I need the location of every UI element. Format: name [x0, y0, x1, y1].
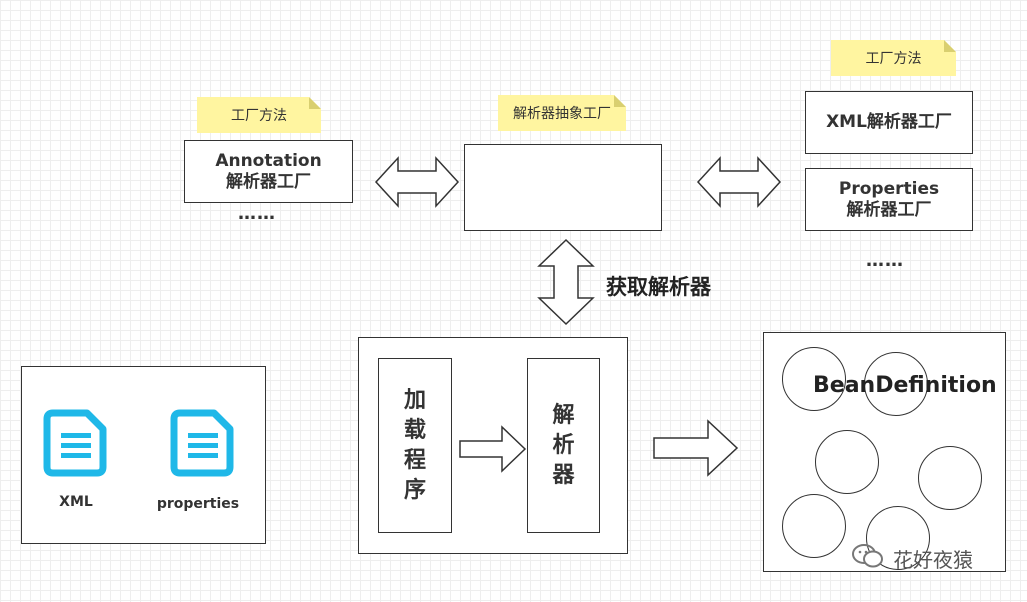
- annotation-parser-factory-label: Annotation 解析器工厂: [215, 150, 322, 192]
- note-abstract-factory: 解析器抽象工厂: [498, 95, 626, 131]
- load-program-char: 序: [403, 477, 426, 503]
- note-abstract-factory-text: 解析器抽象工厂: [513, 106, 611, 122]
- note-factory-method-left-text: 工厂方法: [231, 108, 287, 124]
- double-arrow-left: [374, 156, 460, 208]
- parser-char: 解: [552, 402, 575, 428]
- bean-definition-label: BeanDefinition: [813, 373, 997, 398]
- parser-box: 解 析 器: [527, 358, 600, 533]
- double-arrow-vertical: [537, 238, 595, 326]
- right-ellipsis: ……: [866, 250, 904, 271]
- xml-parser-factory: XML解析器工厂: [805, 91, 973, 154]
- xml-parser-factory-label: XML解析器工厂: [826, 112, 952, 132]
- load-program-char: 载: [403, 417, 426, 443]
- arrow-load-to-parser: [459, 425, 527, 473]
- bean-circle: [864, 352, 928, 416]
- double-arrow-right: [696, 156, 782, 208]
- properties-file-icon: [170, 409, 234, 477]
- get-parser-label: 获取解析器: [606, 275, 711, 299]
- arrow-to-bean-definitions: [653, 419, 739, 477]
- bean-circle: [782, 347, 846, 411]
- load-program-char: 程: [403, 447, 426, 473]
- note-factory-method-right: 工厂方法: [831, 40, 956, 76]
- left-ellipsis: ……: [238, 203, 276, 224]
- properties-parser-factory-label: Properties 解析器工厂: [838, 178, 940, 220]
- abstract-parser-factory-box: [464, 144, 662, 231]
- properties-file-label: properties: [156, 496, 240, 512]
- note-factory-method-right-text: 工厂方法: [865, 51, 922, 67]
- note-factory-method-left: 工厂方法: [197, 97, 321, 133]
- xml-file-label: XML: [59, 494, 93, 510]
- bean-circle: [918, 446, 982, 510]
- bean-circle: [782, 494, 846, 558]
- parser-char: 器: [552, 462, 575, 488]
- annotation-parser-factory: Annotation 解析器工厂: [184, 140, 353, 203]
- xml-file-icon: [43, 409, 107, 477]
- load-program-box: 加 载 程 序: [378, 358, 452, 533]
- watermark-text: 花好夜猿: [893, 548, 973, 572]
- bean-circle: [815, 430, 879, 494]
- wechat-icon: [852, 544, 883, 568]
- properties-parser-factory: Properties 解析器工厂: [805, 168, 973, 231]
- load-program-char: 加: [403, 387, 426, 413]
- parser-char: 析: [552, 432, 575, 458]
